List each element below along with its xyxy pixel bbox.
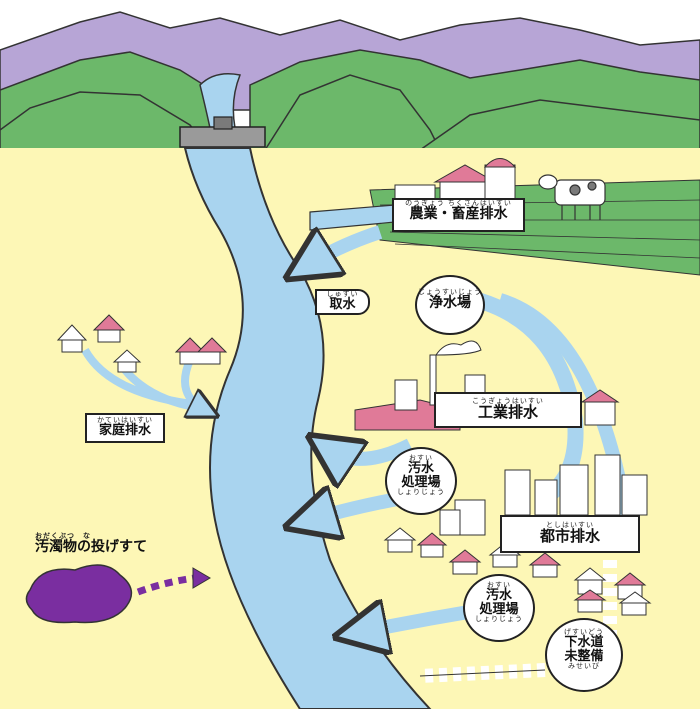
sewer-ruby1: げすいどう (564, 628, 604, 636)
label-agri-discharge: のうぎょう ちくさんはいすい 農業・畜産排水 (392, 198, 525, 232)
urban-ruby: としはいすい (546, 521, 594, 529)
label-treatment-plant-1: おすい 汚水 処理場 しょりじょう (385, 447, 457, 515)
label-industrial-discharge: こうぎょうはいすい 工業排水 (434, 392, 582, 428)
treatment1-line1: 汚水 (407, 461, 434, 476)
treatment2-ruby1: おすい (487, 581, 511, 589)
agri-ruby: のうぎょう ちくさんはいすい (405, 199, 512, 207)
supply-to-city-flow (497, 293, 637, 541)
industrial-text: 工業排水 (477, 403, 538, 421)
sewer-line1: 下水道 (564, 635, 604, 650)
intake-ruby: しゅすい (326, 290, 359, 298)
intake-text: 取水 (329, 297, 356, 312)
label-treatment-plant-2: おすい 汚水 処理場 しょりじょう (463, 574, 535, 642)
household-ruby: かていはいすい (97, 416, 153, 424)
water-plant-text: 浄水場 (429, 295, 471, 311)
houses-left (56, 314, 228, 373)
label-intake: しゅすい 取水 (315, 289, 370, 315)
industrial-ruby: こうぎょうはいすい (472, 397, 544, 405)
treatment1-line2: 処理場 (401, 474, 441, 490)
treatment1-ruby2: しょりじょう (397, 488, 445, 497)
label-urban-discharge: としはいすい 都市排水 (500, 515, 640, 553)
farm-buildings (394, 158, 517, 201)
household-text: 家庭排水 (98, 423, 151, 438)
cow (538, 174, 606, 220)
urban-text: 都市排水 (539, 527, 600, 545)
sewer-line2: 未整備 (564, 648, 604, 664)
dam-gate (213, 116, 233, 130)
water-plant-ruby: じょうすいじょう (418, 288, 482, 296)
dumping-ruby: おだくぶつ な (35, 532, 91, 540)
agri-discharge-flow (308, 225, 383, 265)
city (383, 454, 652, 616)
household-drain-3 (181, 358, 205, 410)
agri-text: 農業・畜産排水 (409, 206, 508, 222)
untreated-sewer-outline (419, 669, 546, 677)
reservoir (199, 73, 242, 129)
treatment1-ruby1: おすい (409, 454, 433, 462)
field-rows (379, 199, 700, 259)
dam (179, 126, 266, 148)
label-water-plant: じょうすいじょう 浄水場 (415, 275, 485, 335)
sewer-ruby2: みせいび (568, 662, 600, 671)
dumping-arrow (136, 574, 196, 596)
dumping-text: 汚濁物の投げすて (35, 539, 148, 555)
dumping-arrowhead (192, 567, 211, 589)
industrial-to-treatment-flow (330, 445, 414, 459)
pollution-blob (25, 564, 133, 624)
label-household-discharge: かていはいすい 家庭排水 (85, 413, 165, 443)
label-sewer-undeveloped: げすいどう 下水道 未整備 みせいび (545, 618, 623, 692)
treatment2-line2: 処理場 (479, 601, 519, 617)
label-dumping: おだくぶつ な 汚濁物の投げすて (35, 533, 195, 555)
hill-right-front (417, 99, 700, 151)
treatment2-line1: 汚水 (485, 588, 512, 603)
treatment2-ruby2: しょりじょう (475, 615, 523, 624)
